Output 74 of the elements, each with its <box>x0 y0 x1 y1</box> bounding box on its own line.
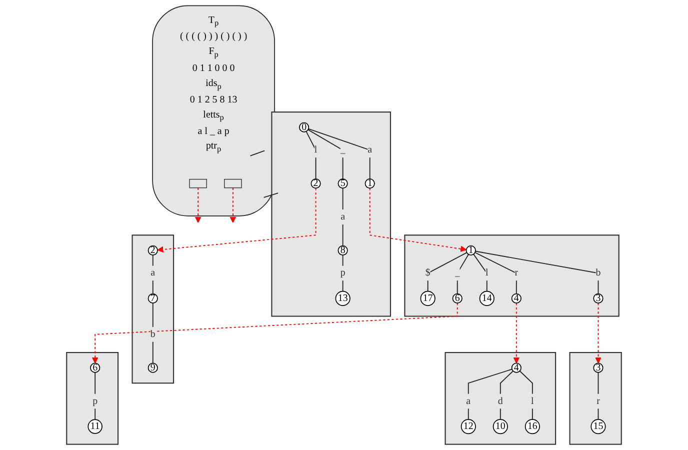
node-circle: 4 <box>511 362 522 373</box>
dashed-arrow <box>194 187 202 223</box>
dashed-arrow <box>369 188 467 252</box>
edge-label: b <box>596 268 601 279</box>
node-circle: 7 <box>148 293 158 304</box>
connector-line <box>250 150 265 156</box>
connector-line <box>342 254 344 292</box>
cluster <box>66 352 119 445</box>
node-circle: 9 <box>148 362 158 373</box>
node-circle: 4 <box>511 293 522 304</box>
connector-line <box>474 252 517 294</box>
node-circle: 1 <box>466 245 476 256</box>
connector-line <box>306 131 316 180</box>
edge-label: b <box>150 329 156 340</box>
cluster <box>132 234 174 384</box>
connector-line <box>94 372 96 420</box>
node-circle: 0 <box>299 122 310 132</box>
dashed-arrow <box>595 302 602 364</box>
connector-line <box>473 254 488 292</box>
edge-label: a <box>368 144 372 156</box>
connector-line <box>308 128 370 180</box>
node-circle: 17 <box>420 290 436 306</box>
dashed-arrow <box>157 188 316 253</box>
edge-label: d <box>498 396 503 407</box>
node-circle: 12 <box>460 418 476 434</box>
node-circle: 6 <box>90 362 100 373</box>
node-circle: 3 <box>593 362 604 373</box>
edge-label: r <box>596 396 600 407</box>
edge-label: l <box>486 268 488 279</box>
node-circle: 14 <box>479 290 494 306</box>
connector-line <box>456 254 469 294</box>
node-box <box>224 178 242 188</box>
edge-label: r <box>514 268 518 279</box>
node-circle: 6 <box>452 293 462 304</box>
cluster <box>271 112 392 317</box>
cluster <box>444 352 556 445</box>
edge-label: a <box>466 396 471 407</box>
node-circle: 1 <box>364 178 375 189</box>
edge-label: l <box>531 396 534 407</box>
dashed-arrow <box>513 302 520 364</box>
connector-line <box>598 372 599 420</box>
node-circle: 5 <box>338 178 348 189</box>
connector-line <box>474 250 599 294</box>
dashed-arrow <box>92 302 458 364</box>
node-circle: 13 <box>335 290 350 306</box>
node-circle: 10 <box>492 418 508 434</box>
edge-label: l <box>314 144 318 156</box>
edge-label: a <box>340 212 346 222</box>
dashed-arrow <box>230 187 236 223</box>
node-circle: 2 <box>148 245 158 256</box>
node-circle: 8 <box>338 245 348 256</box>
connector-line <box>427 252 468 292</box>
connector-line <box>152 302 154 364</box>
connector-line <box>342 188 344 246</box>
node-box <box>189 178 207 188</box>
cluster <box>569 352 622 445</box>
node-circle: 16 <box>524 418 540 434</box>
connector-line <box>468 368 512 420</box>
node-circle: 11 <box>88 419 102 434</box>
node-circle: 3 <box>593 293 604 304</box>
cluster <box>404 234 620 317</box>
cluster: T$_{p}$ ( ( ( ( ) ) ) ( ) ( ) ) F$_{p}$ 0 1 1 0 0 0 ids$_{p}$ 0 1 2 5 8 13 letts$_{p}$ a l _ a p ptr$_{p}$ <box>152 5 275 216</box>
edge-label: a <box>150 268 156 279</box>
edge-label: $ <box>425 268 430 279</box>
edge-label: p <box>92 396 98 407</box>
node-circle: 2 <box>310 178 321 189</box>
connector-line <box>263 192 279 198</box>
connector-line <box>308 129 344 180</box>
node-circle: 15 <box>590 418 606 434</box>
connector-line <box>152 254 154 294</box>
edge-label: _ <box>340 144 346 156</box>
edge-label: p <box>340 268 346 279</box>
connector-line <box>500 370 514 420</box>
edge-label: _ <box>454 268 460 279</box>
